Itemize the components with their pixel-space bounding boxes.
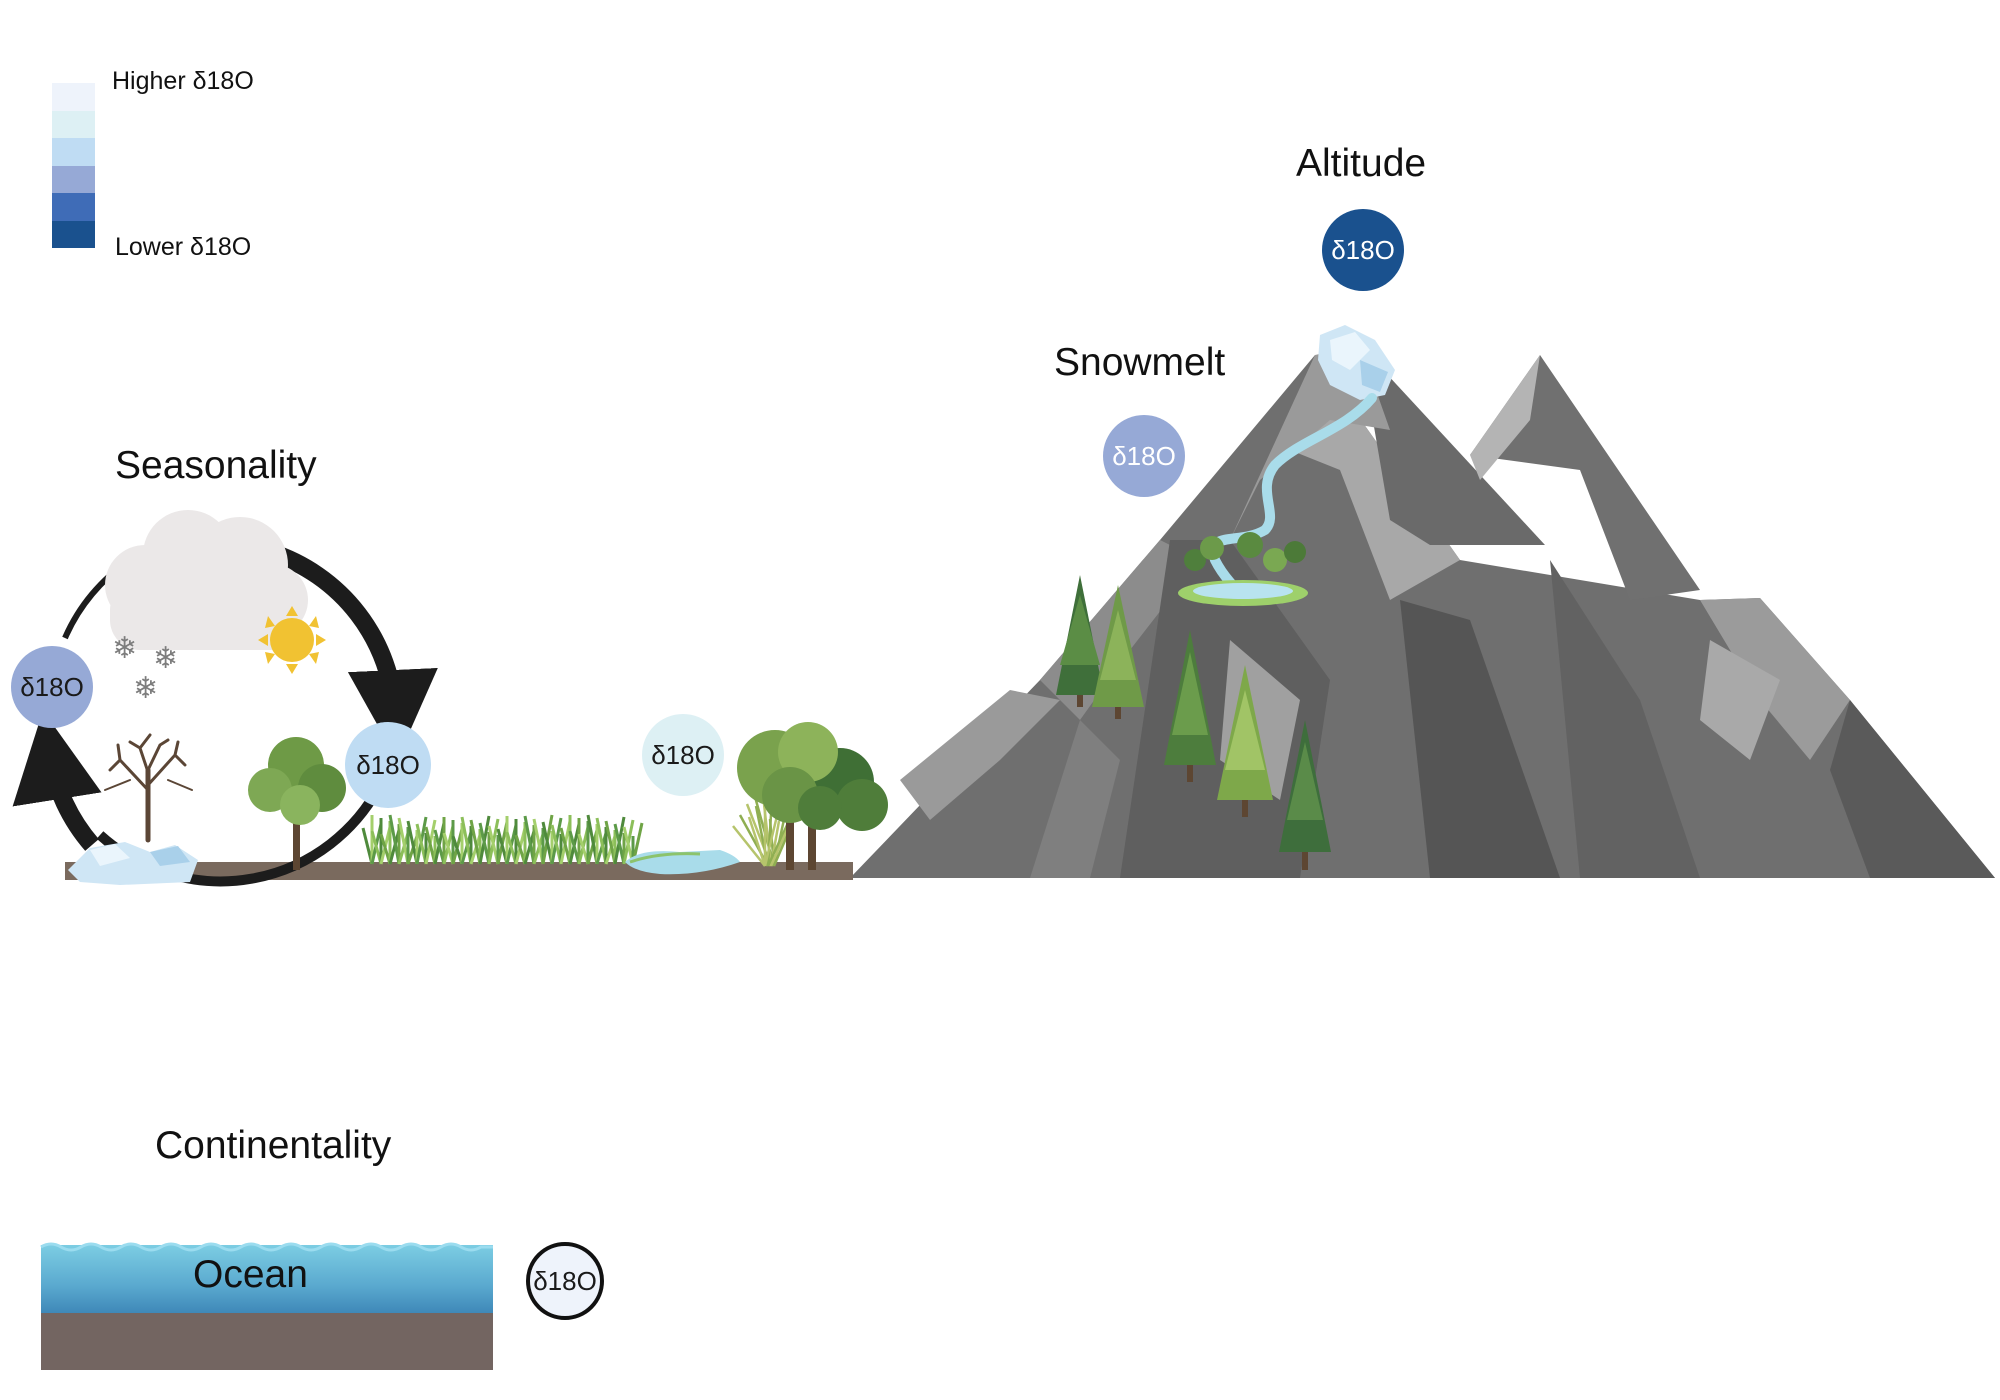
svg-text:❄: ❄ — [112, 631, 137, 666]
snowflake-icons: ❄ ❄ ❄ — [112, 631, 178, 706]
continentality-title: Continentality — [155, 1124, 392, 1167]
legend-higher-label: Higher δ18O — [112, 67, 254, 95]
cycle-arrow-left — [12, 710, 102, 851]
legend-swatch — [52, 83, 95, 111]
snowmelt-d18o-bubble: δ18O — [1103, 415, 1185, 497]
lake — [625, 850, 740, 875]
deciduous-grove — [737, 722, 888, 870]
lake-d18o-bubble: δ18O — [642, 714, 724, 796]
svg-text:❄: ❄ — [153, 641, 178, 676]
legend-swatch — [52, 221, 95, 248]
legend-swatch — [52, 166, 95, 193]
grassland — [361, 814, 644, 865]
conifer-trees — [1056, 575, 1331, 870]
altitude-d18o-bubble: δ18O — [1322, 209, 1404, 291]
legend-swatch — [52, 193, 95, 221]
legend-lower-label: Lower δ18O — [115, 233, 252, 261]
legend-colorbar — [52, 83, 95, 248]
bare-tree — [104, 733, 193, 843]
svg-text:❄: ❄ — [133, 671, 158, 706]
altitude-title: Altitude — [1296, 142, 1427, 185]
ocean-label: Ocean — [193, 1253, 308, 1296]
ocean-d18o-bubble: δ18O — [526, 1242, 604, 1320]
meltwater-stream — [1208, 393, 1377, 595]
cloud — [105, 510, 308, 650]
alpine-pond — [1178, 580, 1308, 606]
winter-d18o-bubble: δ18O — [11, 646, 93, 728]
reed-blade — [732, 825, 766, 867]
legend-swatch — [52, 138, 95, 166]
snowmelt-title: Snowmelt — [1054, 341, 1226, 384]
alpine-shrubs — [1184, 532, 1306, 572]
leafy-tree — [248, 737, 346, 870]
snow-pile — [68, 842, 198, 885]
sun-icon — [258, 606, 326, 674]
summer-d18o-bubble: δ18O — [345, 722, 431, 808]
ocean-block — [40, 1242, 493, 1370]
seasonality-title: Seasonality — [115, 444, 317, 487]
legend-swatch — [52, 111, 95, 138]
reed-blade — [747, 816, 767, 867]
glacier — [1318, 325, 1395, 400]
cycle-arrow-right — [267, 543, 438, 760]
mountain-range — [850, 345, 1995, 878]
